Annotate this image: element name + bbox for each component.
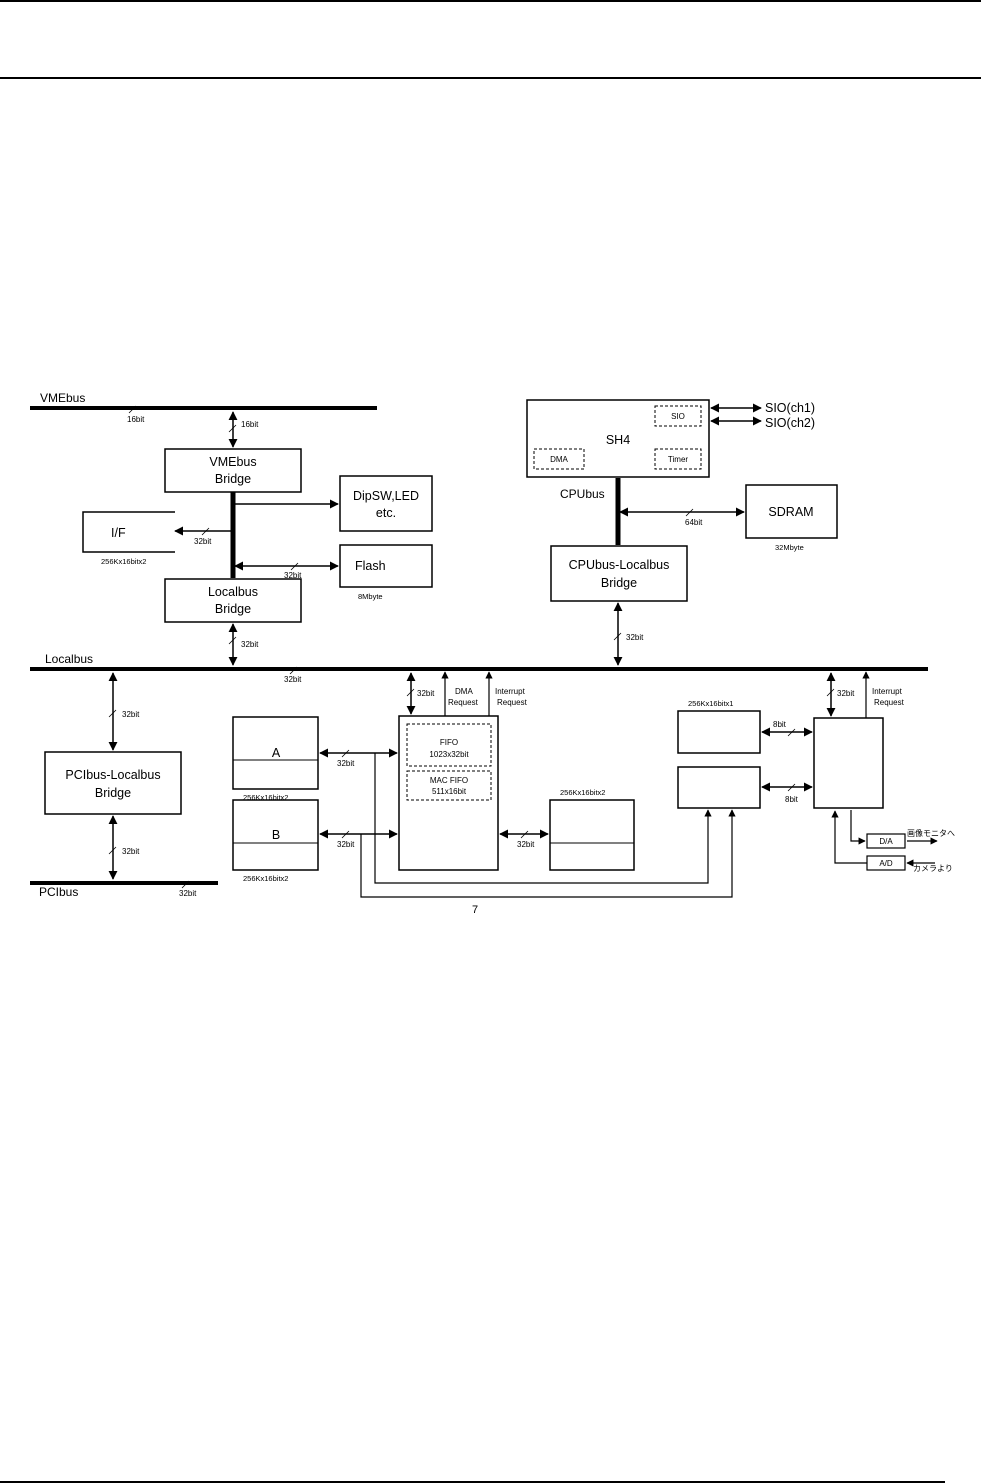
block-diagram: VMEbus 16bit Localbus 32bit PCIbus 32bit…: [25, 380, 975, 933]
vme-bridge-line2: Bridge: [215, 472, 251, 486]
video-top-link-width: 8bit: [773, 720, 787, 729]
footer-rule: [0, 1481, 945, 1483]
video-memory-bottom-block: [677, 766, 761, 809]
dipsw-line2: etc.: [376, 506, 396, 520]
local-bus-width: 32bit: [284, 675, 302, 684]
if-block-label: I/F: [111, 526, 126, 540]
interrupt-request-line2: Request: [497, 698, 528, 707]
memory-a-label: A: [272, 746, 281, 760]
flash-label: Flash: [355, 559, 386, 573]
flash-size: 8Mbyte: [358, 592, 383, 601]
da-label: D/A: [879, 837, 893, 846]
ad-block: A/D カメラより: [831, 810, 953, 873]
sdram-size: 32Mbyte: [775, 543, 804, 552]
pci-bus-width: 32bit: [179, 889, 197, 898]
local-bridge-line2: Bridge: [215, 602, 251, 616]
local-bridge-block: Localbus Bridge: [164, 578, 302, 623]
dipsw-block: DipSW,LED etc.: [235, 475, 433, 532]
memory-b-link-width: 32bit: [337, 840, 355, 849]
sdram-label: SDRAM: [768, 505, 813, 519]
local-bridge-line1: Localbus: [208, 585, 258, 599]
local-bus: Localbus 32bit: [30, 652, 928, 684]
mac-fifo-line2: 511x16bit: [432, 787, 467, 796]
local-bridge-link: 32bit: [228, 623, 259, 666]
flash-link-width: 32bit: [284, 571, 302, 580]
video-bottom-link-width: 8bit: [785, 795, 799, 804]
memory-b-block: B 256Kx16bitx2: [232, 799, 319, 883]
header-rule-bottom: [0, 77, 981, 79]
pci-bus: PCIbus 32bit: [30, 880, 218, 899]
memory-right-block: 256Kx16bitx2 32bit: [499, 788, 635, 871]
dma-request-line1: DMA: [455, 687, 473, 696]
interrupt-request-line1: Interrupt: [495, 687, 526, 696]
video-local-links: 32bit Interrupt Request: [826, 671, 905, 718]
dipsw-line1: DipSW,LED: [353, 489, 419, 503]
video-feed-paths: [360, 753, 736, 898]
header-rule-top: [0, 0, 981, 2]
pci-local-bridge-block: PCIbus-Localbus Bridge: [44, 751, 182, 815]
video-controller-block: 8bit 8bit: [761, 717, 884, 809]
memory-a-size: 256Kx16bitx2: [243, 793, 288, 802]
memory-a-link-width: 32bit: [337, 759, 355, 768]
vme-bus-label: VMEbus: [40, 391, 85, 405]
fifo-local-link-width: 32bit: [417, 689, 435, 698]
vme-bridge-line1: VMEbus: [209, 455, 256, 469]
sdram-link-width: 64bit: [685, 518, 703, 527]
video-interrupt-line2: Request: [874, 698, 905, 707]
sio-inner-label: SIO: [671, 412, 685, 421]
cpu-local-bridge-line2: Bridge: [601, 576, 637, 590]
if-block: I/F 256Kx16bitx2 32bit: [82, 511, 231, 566]
vme-bridge-block: VMEbus Bridge: [164, 448, 302, 493]
cpu-local-bridge-link-width: 32bit: [626, 633, 644, 642]
pci-local-bridge-line2: Bridge: [95, 786, 131, 800]
memory-b-label: B: [272, 828, 280, 842]
timer-inner-label: Timer: [668, 455, 688, 464]
sdram-block: SDRAM 32Mbyte 64bit: [619, 484, 838, 552]
pci-local-bridge-links: 32bit 32bit: [108, 672, 140, 880]
cpu-bus-label: CPUbus: [560, 487, 605, 501]
cpu-local-bridge-link: 32bit: [613, 602, 644, 666]
fifo-line1: FIFO: [440, 738, 458, 747]
vme-bus-width: 16bit: [127, 415, 145, 424]
memory-right-link-width: 32bit: [517, 840, 535, 849]
fifo-local-links: 32bit DMA Request Interrupt Request: [406, 671, 528, 716]
memory-right-size: 256Kx16bitx2: [560, 788, 605, 797]
sio1-label: SIO(ch1): [765, 401, 815, 415]
sh4-block: SH4 SIO DMA Timer: [526, 399, 710, 478]
vme-bridge-link-width: 16bit: [241, 420, 259, 429]
da-block: D/A 画像モニタへ: [850, 810, 955, 849]
memory-ab-links: 32bit 32bit: [319, 748, 398, 849]
to-monitor-label: 画像モニタへ: [907, 828, 955, 838]
if-link-width: 32bit: [194, 537, 212, 546]
from-camera-label: カメラより: [913, 864, 953, 873]
memory-b-size: 256Kx16bitx2: [243, 874, 288, 883]
pci-lower-link-width: 32bit: [122, 847, 140, 856]
cpu-local-bridge-line1: CPUbus-Localbus: [569, 558, 670, 572]
sio2-label: SIO(ch2): [765, 416, 815, 430]
page-number: 7: [472, 904, 479, 916]
video-memory-top-size: 256Kx16bitx1: [688, 699, 733, 708]
video-memory-top-block: 256Kx16bitx1: [677, 699, 761, 754]
ad-label: A/D: [879, 859, 893, 868]
dma-inner-label: DMA: [550, 455, 568, 464]
flash-block: Flash 8Mbyte 32bit: [234, 544, 433, 601]
pci-bus-label: PCIbus: [39, 885, 78, 899]
fifo-line2: 1023x32bit: [429, 750, 469, 759]
vme-bus: VMEbus 16bit: [30, 391, 377, 424]
mac-fifo-line1: MAC FIFO: [430, 776, 468, 785]
video-interrupt-line1: Interrupt: [872, 687, 903, 696]
sh4-label: SH4: [606, 433, 630, 447]
pci-local-bridge-line1: PCIbus-Localbus: [65, 768, 160, 782]
fifo-controller-block: FIFO 1023x32bit MAC FIFO 511x16bit: [398, 715, 499, 871]
pci-upper-link-width: 32bit: [122, 710, 140, 719]
memory-a-block: A 256Kx16bitx2: [232, 716, 319, 802]
video-local-link-width: 32bit: [837, 689, 855, 698]
cpu-local-bridge-block: CPUbus-Localbus Bridge: [550, 545, 688, 602]
local-bridge-link-width: 32bit: [241, 640, 259, 649]
local-bus-label: Localbus: [45, 652, 93, 666]
dma-request-line2: Request: [448, 698, 479, 707]
if-block-size: 256Kx16bitx2: [101, 557, 146, 566]
vme-bridge-link: 16bit: [228, 411, 259, 448]
sio-ports: SIO(ch1) SIO(ch2): [710, 401, 815, 430]
